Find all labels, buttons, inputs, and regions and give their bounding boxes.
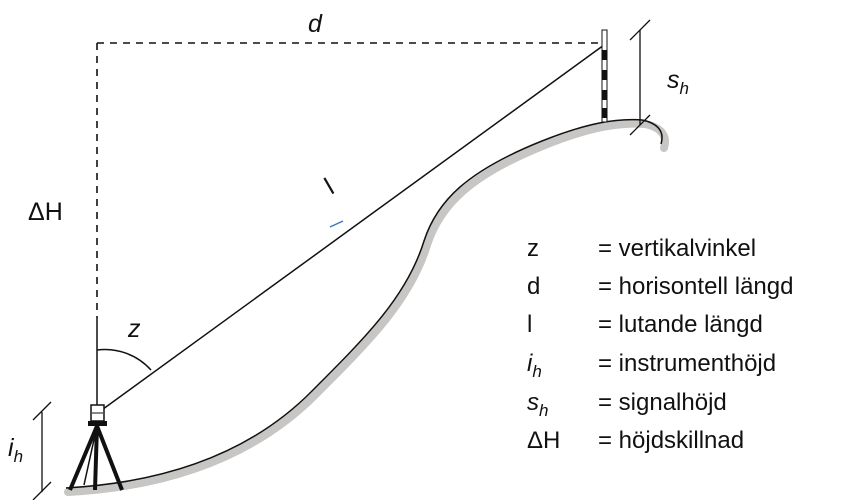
legend-row-z: z = vertikalvinkel xyxy=(527,235,756,262)
delta-h-text: ΔH xyxy=(28,198,63,226)
legend-row-i-h: ih = instrumenthöjd xyxy=(527,350,776,381)
label-s-h: sh xyxy=(667,66,689,98)
legend-description: = instrumenthöjd xyxy=(598,350,776,377)
i-h-main: i xyxy=(8,434,15,462)
legend-row-delta-h: ΔH = höjdskillnad xyxy=(527,427,744,454)
legend-symbol: d xyxy=(527,273,540,300)
legend-symbol-main: i xyxy=(527,350,533,377)
legend-symbol-main: s xyxy=(527,389,539,416)
total-station-instrument xyxy=(88,404,107,426)
legend-description: = höjdskillnad xyxy=(598,427,744,454)
tripod xyxy=(68,425,124,491)
i-h-sub: h xyxy=(14,447,23,466)
label-delta-h: ΔH xyxy=(28,198,63,226)
signal-height-dimension xyxy=(629,19,651,136)
legend-description: = vertikalvinkel xyxy=(598,235,756,262)
signal-rod xyxy=(601,29,608,123)
terrain-outline xyxy=(65,118,663,489)
legend-description: = horisontell längd xyxy=(598,273,793,300)
slope-marker xyxy=(329,220,344,228)
legend-description: = signalhöjd xyxy=(598,389,727,416)
label-l: l xyxy=(320,173,339,200)
legend-row-s-h: sh = signalhöjd xyxy=(527,389,727,420)
legend-symbol: ΔH xyxy=(527,427,560,454)
label-d: d xyxy=(308,10,323,38)
legend-row-l: l = lutande längd xyxy=(527,311,763,338)
label-i-h: ih xyxy=(8,434,23,466)
legend-description: = lutande längd xyxy=(598,311,763,338)
instrument-height-dimension xyxy=(32,401,52,500)
s-h-sub: h xyxy=(680,79,689,98)
legend-symbol: sh xyxy=(527,389,548,420)
legend-symbol: z xyxy=(527,235,539,262)
legend-symbol-sub: h xyxy=(539,401,548,420)
label-z: z xyxy=(127,315,141,343)
legend-symbol-sub: h xyxy=(532,362,541,381)
legend-symbol: l xyxy=(527,311,532,338)
legend-row-d: d = horisontell längd xyxy=(527,273,793,300)
slope-line xyxy=(98,44,605,413)
legend-symbol: ih xyxy=(527,350,542,381)
terrain-shadow xyxy=(64,119,669,496)
s-h-main: s xyxy=(667,66,680,94)
legend: z = vertikalvinkel d = horisontell längd… xyxy=(527,235,793,454)
zenith-angle-arc xyxy=(96,348,152,371)
